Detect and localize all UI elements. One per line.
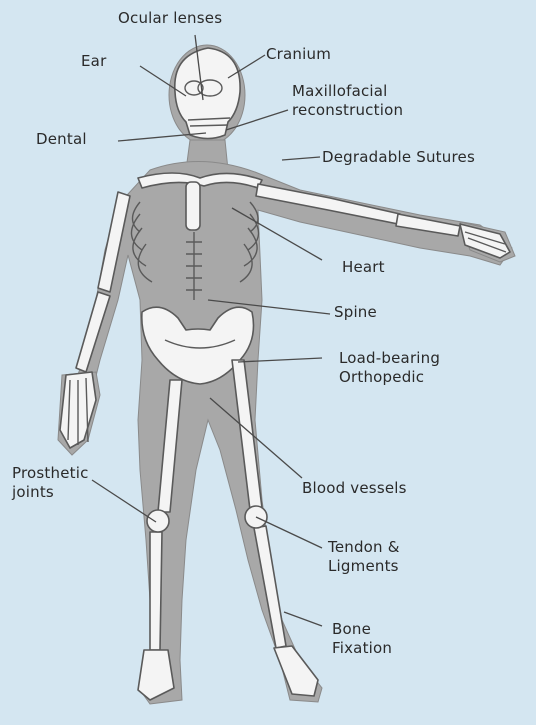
label-degradable-sutures: Degradable Sutures bbox=[322, 148, 475, 167]
label-cranium: Cranium bbox=[266, 45, 331, 64]
label-tendon: Tendon & Ligments bbox=[328, 538, 400, 576]
label-spine: Spine bbox=[334, 303, 377, 322]
label-load-bearing: Load-bearing Orthopedic bbox=[339, 349, 440, 387]
label-ear: Ear bbox=[81, 52, 106, 71]
label-maxillofacial: Maxillofacial reconstruction bbox=[292, 82, 403, 120]
leader-bone-fixation bbox=[284, 612, 322, 626]
label-dental: Dental bbox=[36, 130, 87, 149]
label-prosthetic-joints: Prosthetic joints bbox=[12, 464, 89, 502]
leader-degradable-sutures bbox=[282, 157, 320, 160]
body-silhouette bbox=[58, 45, 515, 704]
skeleton-bones bbox=[60, 48, 510, 700]
label-blood-vessels: Blood vessels bbox=[302, 479, 407, 498]
label-bone-fixation: Bone Fixation bbox=[332, 620, 392, 658]
label-ocular-lenses: Ocular lenses bbox=[118, 9, 222, 28]
label-heart: Heart bbox=[342, 258, 385, 277]
